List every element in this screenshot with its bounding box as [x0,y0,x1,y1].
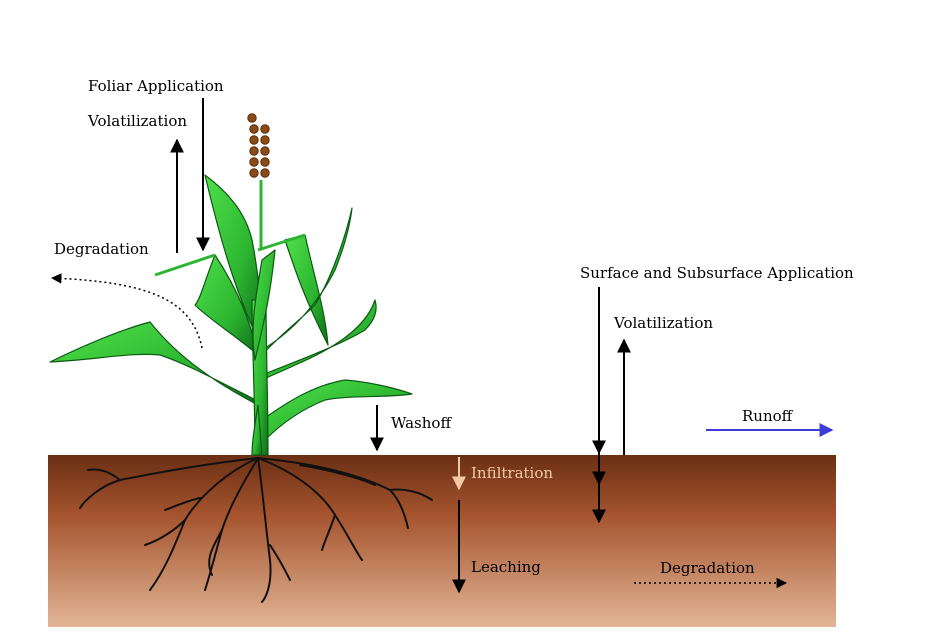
leaf-midrib-left [154,253,216,277]
tassel [247,113,270,178]
leaching-label: Leaching [471,558,541,576]
plant-roots [79,457,433,603]
degradation-soil-label: Degradation [660,559,755,577]
surface-application-label: Surface and Subsurface Application [580,264,854,282]
volatilization-soil-label: Volatilization [613,314,713,332]
plant-leaves [49,174,413,456]
runoff-label: Runoff [742,407,794,425]
degradation-air-arrow [50,273,203,349]
degradation-air-label: Degradation [54,240,149,258]
infiltration-label: Infiltration [471,464,553,482]
volatilization-plant-label: Volatilization [87,112,187,130]
soil-layer [48,455,836,627]
foliar-application-label: Foliar Application [88,77,224,95]
washoff-label: Washoff [391,414,452,432]
leaf-midrib-right [257,233,306,252]
